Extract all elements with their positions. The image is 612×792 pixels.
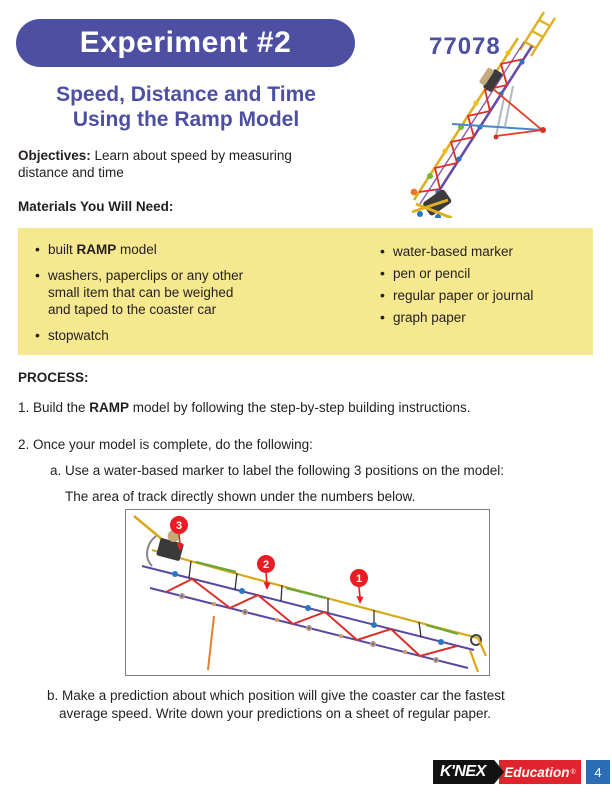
materials-list-right: water-based marker pen or pencil regular…	[380, 243, 590, 331]
coaster-car	[479, 67, 503, 92]
material-item-label: stopwatch	[48, 328, 109, 343]
bullet-icon	[380, 243, 393, 260]
education-label: Education	[504, 764, 570, 780]
material-item-label: regular paper or journal	[393, 288, 534, 303]
material-text-bold: RAMP	[76, 242, 117, 257]
material-text: model	[116, 242, 157, 257]
step-text-bold: RAMP	[89, 400, 130, 415]
process-heading: PROCESS:	[18, 370, 89, 385]
position-marker-3-label: 3	[176, 520, 182, 532]
material-text: built	[48, 242, 77, 257]
material-text: small item that can be weighed	[48, 285, 234, 300]
material-item-washers: washers, paperclips or any other small i…	[35, 267, 305, 318]
position-marker-2-label: 2	[263, 559, 269, 571]
knex-logo-text: K'NEX	[440, 763, 486, 780]
material-item-marker: water-based marker	[380, 243, 590, 260]
bullet-icon	[35, 241, 48, 258]
knex-logo: K'NEX	[433, 760, 504, 784]
track-positions-illustration: 3 2 1	[133, 515, 488, 673]
page-subtitle: Speed, Distance and Time Using the Ramp …	[0, 82, 372, 132]
material-item-stopwatch: stopwatch	[35, 327, 305, 344]
position-marker-2: 2	[257, 555, 275, 590]
bullet-icon	[380, 265, 393, 282]
material-item-paper: regular paper or journal	[380, 287, 590, 304]
bullet-icon	[35, 267, 48, 318]
objectives-line1: Learn about speed by measuring	[90, 148, 292, 163]
track-positions-figure: 3 2 1	[125, 509, 490, 676]
materials-heading: Materials You Will Need:	[18, 199, 174, 214]
material-item-label: pen or pencil	[393, 266, 471, 281]
registered-mark: ®	[570, 768, 576, 776]
material-item-label: washers, paperclips or any other small i…	[48, 267, 243, 318]
material-item-label: water-based marker	[393, 244, 514, 259]
bullet-icon	[35, 327, 48, 344]
product-number: 77078	[429, 33, 501, 60]
step-text: 1. Build the	[18, 400, 90, 415]
experiment-title: Experiment #2	[79, 26, 292, 59]
process-step-2a: a. Use a water-based marker to label the…	[50, 463, 504, 478]
material-text: and taped to the coaster car	[48, 302, 217, 317]
subtitle-line-2: Using the Ramp Model	[72, 108, 300, 131]
process-step-2a-note: The area of track directly shown under t…	[65, 489, 416, 504]
materials-box: built RAMP model washers, paperclips or …	[18, 228, 593, 355]
material-item-label: built RAMP model	[48, 241, 157, 258]
ramp-model-photo	[392, 6, 564, 220]
ramp-model-illustration	[410, 11, 557, 220]
position-marker-1-label: 1	[356, 573, 362, 585]
material-item-graph-paper: graph paper	[380, 309, 590, 326]
material-item-label: graph paper	[393, 310, 466, 325]
position-marker-3: 3	[170, 516, 188, 551]
material-text: washers, paperclips or any other	[48, 268, 244, 283]
material-item-ramp-model: built RAMP model	[35, 241, 305, 258]
process-step-2: 2. Once your model is complete, do the f…	[18, 437, 313, 452]
page-number: 4	[594, 764, 602, 780]
bullet-icon	[380, 309, 393, 326]
step-text: model by following the step-by-step buil…	[129, 400, 471, 415]
education-badge: Education®	[499, 760, 581, 784]
subtitle-line-1: Speed, Distance and Time	[56, 83, 316, 106]
material-item-pen: pen or pencil	[380, 265, 590, 282]
step-2b-line-1: b. Make a prediction about which positio…	[47, 688, 505, 703]
experiment-title-badge: Experiment #2	[16, 19, 355, 67]
process-step-2b: b. Make a prediction about which positio…	[47, 687, 505, 722]
objectives-label: Objectives:	[18, 148, 91, 163]
page-number-badge: 4	[586, 760, 610, 784]
position-marker-1: 1	[350, 569, 368, 604]
objectives-paragraph: Objectives: Learn about speed by measuri…	[18, 147, 358, 181]
step-2b-line-2: average speed. Write down your predictio…	[59, 705, 492, 721]
materials-list-left: built RAMP model washers, paperclips or …	[35, 241, 305, 353]
objectives-line2: distance and time	[18, 165, 124, 180]
bullet-icon	[380, 287, 393, 304]
process-step-1: 1. Build the RAMP model by following the…	[18, 399, 470, 416]
